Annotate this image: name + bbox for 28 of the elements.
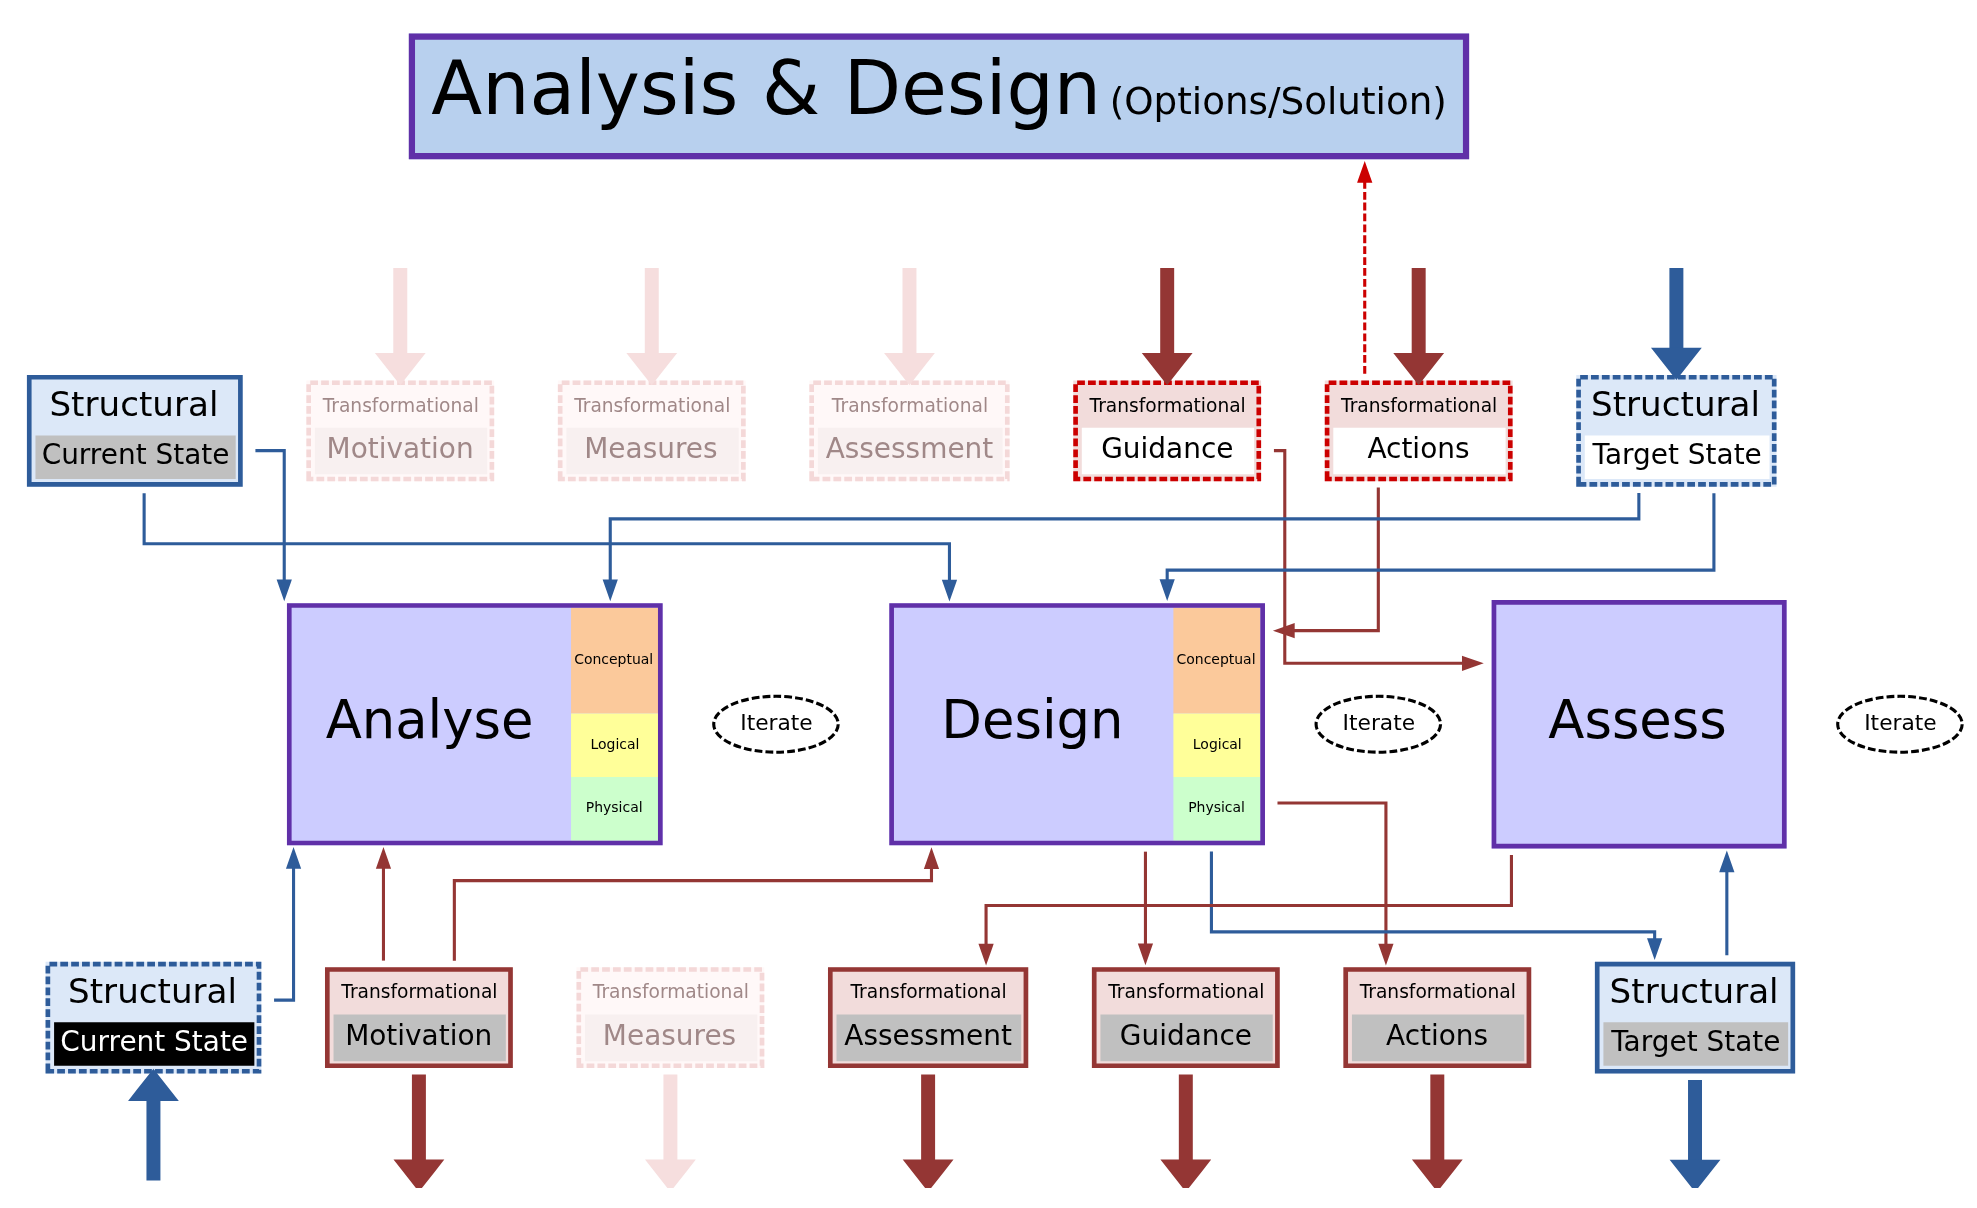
arrow	[1393, 267, 1445, 385]
node-ellipse: Iterate	[1314, 694, 1443, 754]
arrow	[393, 1073, 445, 1188]
node-ellipse: Iterate	[1836, 694, 1964, 754]
arrow	[452, 846, 940, 961]
arrow	[626, 267, 678, 385]
arrow	[978, 854, 1513, 966]
arrow	[1651, 267, 1702, 380]
node-ellipse: Iterate	[712, 694, 840, 754]
arrow	[1277, 800, 1394, 965]
arrow	[374, 267, 426, 385]
arrow	[1159, 492, 1716, 601]
arrow	[902, 1073, 954, 1188]
arrow	[645, 1073, 696, 1188]
arrow	[375, 846, 392, 961]
arrow	[884, 267, 935, 385]
arrow	[1209, 851, 1663, 960]
arrow	[128, 1068, 179, 1181]
arrow	[1357, 160, 1373, 374]
arrow	[1141, 267, 1193, 385]
arrow	[1719, 849, 1735, 955]
arrow	[1411, 1073, 1463, 1188]
arrow	[1272, 487, 1380, 638]
arrow	[142, 492, 958, 602]
arrow	[1273, 448, 1484, 671]
arrow	[1669, 1079, 1721, 1188]
arrow	[1160, 1073, 1212, 1188]
arrow	[1137, 851, 1154, 965]
